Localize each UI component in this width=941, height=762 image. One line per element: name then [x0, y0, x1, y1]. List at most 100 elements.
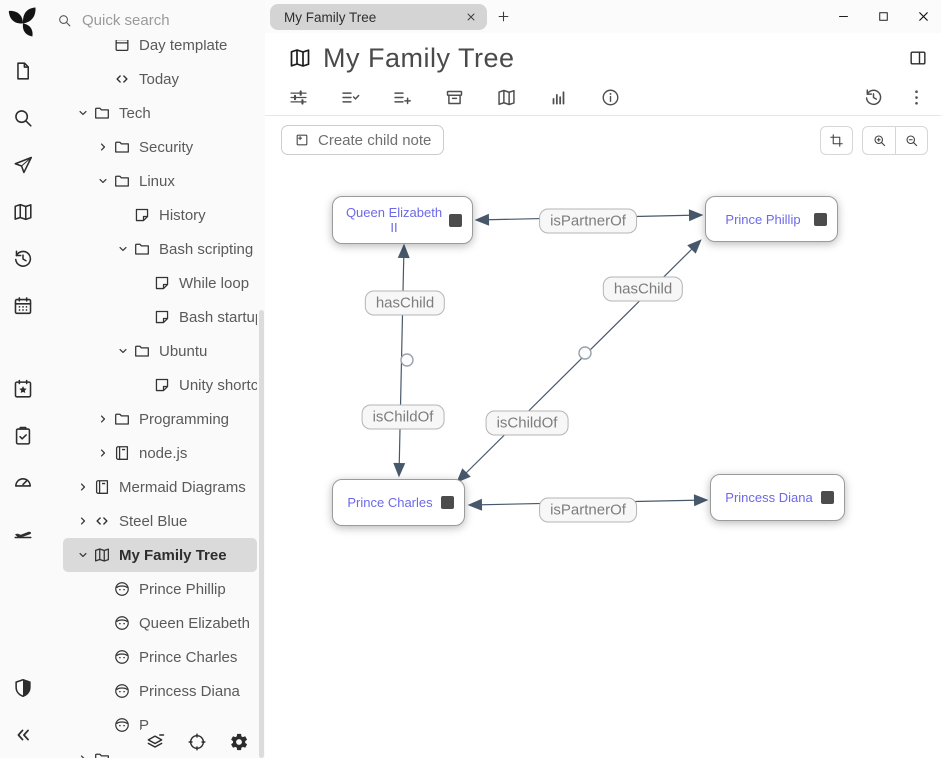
map-icon [288, 46, 312, 70]
ribbon-tab-note-info[interactable] [600, 87, 621, 108]
tree-item-p[interactable]: P [63, 708, 257, 742]
map-note-prince-charles[interactable]: Prince Charles [332, 479, 465, 526]
tree-item-princess-diana[interactable]: Princess Diana [63, 674, 257, 708]
note-revisions-button[interactable] [863, 87, 884, 108]
split-pane-button[interactable] [908, 48, 928, 68]
connection-handle[interactable] [814, 212, 827, 226]
dashboard-button[interactable] [0, 459, 45, 506]
tree-scrollbar[interactable] [259, 310, 264, 758]
close-button[interactable] [916, 9, 931, 24]
create-child-note-button[interactable]: Create child note [281, 125, 445, 155]
tree-item-security[interactable]: Security [63, 130, 257, 164]
chevron-right-icon[interactable] [93, 412, 113, 426]
connection-handle[interactable] [821, 491, 834, 504]
quick-search-input[interactable]: Quick search [45, 0, 265, 40]
reset-pan-zoom-button[interactable] [820, 125, 853, 155]
tree-item-ubuntu[interactable]: Ubuntu [63, 334, 257, 368]
maximize-button[interactable] [876, 9, 891, 24]
relation-label-ispartnerof[interactable]: isPartnerOf [539, 208, 637, 234]
ribbon-tab-owned-attributes[interactable] [340, 87, 361, 108]
jump-to-note-button[interactable] [0, 141, 45, 188]
relation-label-haschild[interactable]: hasChild [602, 276, 684, 302]
connection-handle[interactable] [441, 496, 454, 509]
person-icon [113, 614, 131, 632]
ribbon-tab-inherited-attributes[interactable] [392, 87, 413, 108]
travel-button[interactable] [0, 506, 45, 553]
new-tab-button[interactable] [496, 9, 511, 24]
tree-item-while-loop[interactable]: While loop [63, 266, 257, 300]
protected-session-button[interactable] [0, 664, 45, 711]
collapse-subtree-button[interactable] [145, 732, 165, 752]
tree-item-node-js[interactable]: node.js [63, 436, 257, 470]
bookmarks-button[interactable] [0, 365, 45, 412]
relation-map-canvas[interactable]: isPartnerOf hasChild isChildOf hasChild isCh… [265, 164, 941, 762]
scroll-to-active-note-button[interactable] [187, 732, 207, 752]
archive-icon [444, 87, 465, 108]
shield-icon [12, 677, 34, 699]
ribbon-tab-note-map[interactable] [496, 87, 517, 108]
tab-my-family-tree[interactable]: My Family Tree [270, 4, 487, 30]
ribbon-tab-note-paths[interactable] [444, 87, 465, 108]
chevron-down-icon[interactable] [93, 174, 113, 188]
tree-item-unity-shortc[interactable]: Unity shortc [63, 368, 257, 402]
relation-label-ischildof[interactable]: isChildOf [361, 404, 445, 430]
relation-label-ispartnerof[interactable]: isPartnerOf [539, 497, 637, 523]
chevron-down-icon[interactable] [73, 548, 93, 562]
chevron-right-icon[interactable] [73, 514, 93, 528]
task-list-button[interactable] [0, 412, 45, 459]
zoom-in-button[interactable] [862, 125, 895, 155]
minimize-button[interactable] [836, 9, 851, 24]
search-button[interactable] [0, 94, 45, 141]
relation-label-haschild[interactable]: hasChild [364, 290, 446, 316]
tree-item-prince-charles[interactable]: Prince Charles [63, 640, 257, 674]
relation-label-ischildof[interactable]: isChildOf [485, 410, 569, 436]
map-note-queen-elizabeth-ii[interactable]: Queen Elizabeth II [332, 196, 473, 244]
tree-item-steel-blue[interactable]: Steel Blue [63, 504, 257, 538]
chevron-right-icon[interactable] [93, 446, 113, 460]
ribbon-tab-basic-properties[interactable] [288, 87, 309, 108]
note-icon [133, 206, 151, 224]
recent-changes-button[interactable] [0, 235, 45, 282]
tree-item-bash-startup[interactable]: Bash startup [63, 300, 257, 334]
list-check-icon [340, 87, 361, 108]
calendar-button[interactable] [0, 282, 45, 329]
chevron-down-icon[interactable] [113, 344, 133, 358]
tree-toolbar [141, 729, 253, 755]
tree-item-my-family-tree[interactable]: My Family Tree [63, 538, 257, 572]
search-icon [57, 13, 72, 28]
tree-item-queen-elizabeth[interactable]: Queen Elizabeth [63, 606, 257, 640]
relation-map-edges [393, 209, 709, 511]
tree-item-bash-scripting[interactable]: Bash scripting [63, 232, 257, 266]
ribbon-tab-similar-notes[interactable] [548, 87, 569, 108]
tree-item-mermaid-diagrams[interactable]: Mermaid Diagrams [63, 470, 257, 504]
tree-item-linux[interactable]: Linux [63, 164, 257, 198]
tree-item-day-template[interactable]: Day template [63, 28, 257, 62]
tree-item-label: Bash scripting [159, 240, 254, 258]
tree-item-tech[interactable]: Tech [63, 96, 257, 130]
connection-handle[interactable] [449, 213, 462, 227]
collapse-pane-button[interactable] [0, 711, 45, 758]
gauge-icon [12, 472, 34, 494]
tree-settings-button[interactable] [229, 732, 249, 752]
chevron-right-icon[interactable] [73, 480, 93, 494]
note-icon [153, 308, 171, 326]
tree-item-history[interactable]: History [63, 198, 257, 232]
zoom-out-button[interactable] [895, 125, 928, 155]
tree-item-prince-phillip[interactable]: Prince Phillip [63, 572, 257, 606]
clipboard-check-icon [12, 425, 34, 447]
tree-item-today[interactable]: Today [63, 62, 257, 96]
tab-close-icon[interactable] [465, 11, 477, 23]
folder-icon [133, 240, 151, 258]
chevron-down-icon[interactable] [73, 106, 93, 120]
more-options-button[interactable] [906, 87, 927, 108]
note-title[interactable]: My Family Tree [323, 42, 515, 73]
chevron-right-icon[interactable] [73, 752, 93, 758]
chevron-right-icon[interactable] [93, 140, 113, 154]
tree-item-programming[interactable]: Programming [63, 402, 257, 436]
chevron-down-icon[interactable] [113, 242, 133, 256]
map-note-prince-phillip[interactable]: Prince Phillip [705, 196, 838, 242]
note-icon [153, 376, 171, 394]
note-map-button[interactable] [0, 188, 45, 235]
new-note-button[interactable] [0, 47, 45, 94]
map-note-princess-diana[interactable]: Princess Diana [710, 474, 845, 521]
